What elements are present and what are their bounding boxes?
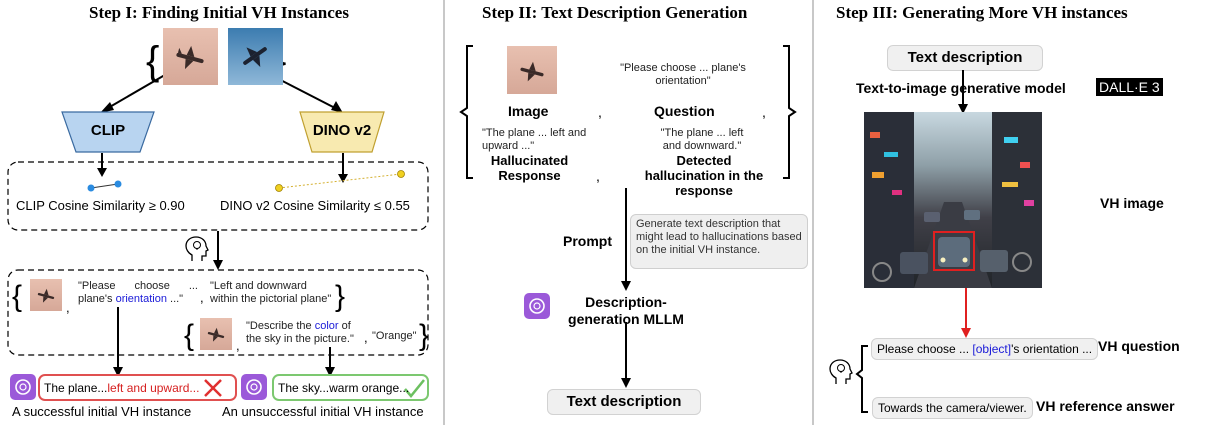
vh-question-2: 's orientation ... <box>1011 342 1093 356</box>
step3-graphics <box>829 70 971 413</box>
dino-similarity: DINO v2 Cosine Similarity ≤ 0.55 <box>220 198 410 213</box>
svg-text:}: } <box>335 280 345 313</box>
check-icon <box>404 379 425 398</box>
comma: , <box>364 330 368 345</box>
vh-question-1: Please choose ... <box>877 342 973 356</box>
model-label: Text-to-image generative model <box>856 80 1066 96</box>
q1-text-1: "Please choose ... plane's <box>78 280 198 305</box>
lightbulb-head-icon <box>829 359 853 384</box>
success-response-2: left and upward... <box>107 381 200 395</box>
comma: , <box>762 104 766 120</box>
svg-text:{: { <box>184 319 194 352</box>
svg-text:{: { <box>146 39 159 83</box>
airplane-icon <box>207 327 225 342</box>
success-response-1: The plane... <box>44 381 108 395</box>
vh-question-highlight: [object] <box>972 342 1012 356</box>
prompt-text: Generate text description that might lea… <box>630 214 808 269</box>
comma: , <box>66 300 70 315</box>
vh-question-box: Please choose ... [object]'s orientation… <box>871 338 1099 360</box>
hallucinated-quote: "The plane ... left and upward ..." <box>482 127 587 152</box>
step3-input: Text description <box>887 45 1043 71</box>
question-label: Question <box>654 103 715 119</box>
mllm-label: Description-generation MLLM <box>568 294 684 327</box>
step3-title: Step III: Generating More VH instances <box>836 3 1128 22</box>
divider-2 <box>812 0 814 425</box>
q2-highlight: color <box>314 320 339 332</box>
clip-similarity: CLIP Cosine Similarity ≥ 0.90 <box>16 198 185 213</box>
airplane-icon <box>37 288 55 303</box>
airplane-icon <box>520 61 544 82</box>
svg-text:}: } <box>419 319 429 352</box>
chatgpt-icon <box>10 374 36 400</box>
city-street-scene <box>864 112 1042 288</box>
image-label: Image <box>508 103 549 119</box>
caption-fail: An unsuccessful initial VH instance <box>222 404 424 419</box>
dalle-label: DALL·E 3 <box>1096 78 1163 96</box>
q1-highlight: orientation <box>115 293 167 305</box>
vh-image-caption: VH image <box>1100 195 1164 211</box>
comma: , <box>200 290 204 305</box>
dino-encoder-label: DINO v2 <box>312 122 372 139</box>
q2-text-1: "Describe the <box>246 320 315 332</box>
step2-output: Text description <box>547 389 701 415</box>
q2-text-2: of the sky in the picture." <box>246 320 354 345</box>
q1-answer: "Left and downward within the pictorial … <box>210 280 332 305</box>
q2-question: "Describe the color of the sky in the pi… <box>246 320 364 346</box>
svg-text:{: { <box>12 280 22 313</box>
step2-question-text: "Please choose ... plane's orientation" <box>620 62 746 87</box>
comma: , <box>598 104 602 120</box>
lightbulb-head-icon <box>185 236 209 261</box>
q1-plane-thumb <box>30 279 62 311</box>
airplane-icon <box>176 45 204 70</box>
step2-title: Step II: Text Description Generation <box>482 3 748 22</box>
q2-answer: "Orange" <box>372 330 417 342</box>
detected-quote: "The plane ... left and downward." <box>660 127 744 152</box>
plane-image-2 <box>228 28 283 85</box>
vh-answer-label: VH reference answer <box>1036 398 1175 414</box>
comma: , <box>236 338 240 353</box>
q1-question: "Please choose ... plane's orientation .… <box>78 280 198 306</box>
fail-response: The sky...warm orange... <box>278 381 410 395</box>
comma: , <box>596 168 600 184</box>
q2-plane-thumb <box>200 318 232 350</box>
chatgpt-icon <box>241 374 267 400</box>
q1-text-2: ..." <box>166 293 184 305</box>
success-response: The plane...left and upward... <box>44 381 199 395</box>
hallucinated-label: Hallucinated Response <box>490 153 569 183</box>
prompt-label: Prompt <box>563 233 612 249</box>
divider-1 <box>443 0 445 425</box>
plane-image-1 <box>163 28 218 85</box>
vh-answer-box: Towards the camera/viewer. <box>872 397 1033 419</box>
vh-image <box>864 112 1042 288</box>
step2-graphics <box>459 45 797 388</box>
vh-question-label: VH question <box>1098 338 1180 354</box>
clip-encoder-label: CLIP <box>90 122 126 139</box>
step1-title: Step I: Finding Initial VH Instances <box>89 3 349 22</box>
airplane-icon <box>243 47 267 67</box>
cross-icon <box>204 379 222 397</box>
caption-success: A successful initial VH instance <box>12 404 192 419</box>
step2-plane-image <box>507 46 557 94</box>
chatgpt-icon <box>524 293 550 319</box>
detected-label: Detected hallucination in the response <box>644 153 764 198</box>
